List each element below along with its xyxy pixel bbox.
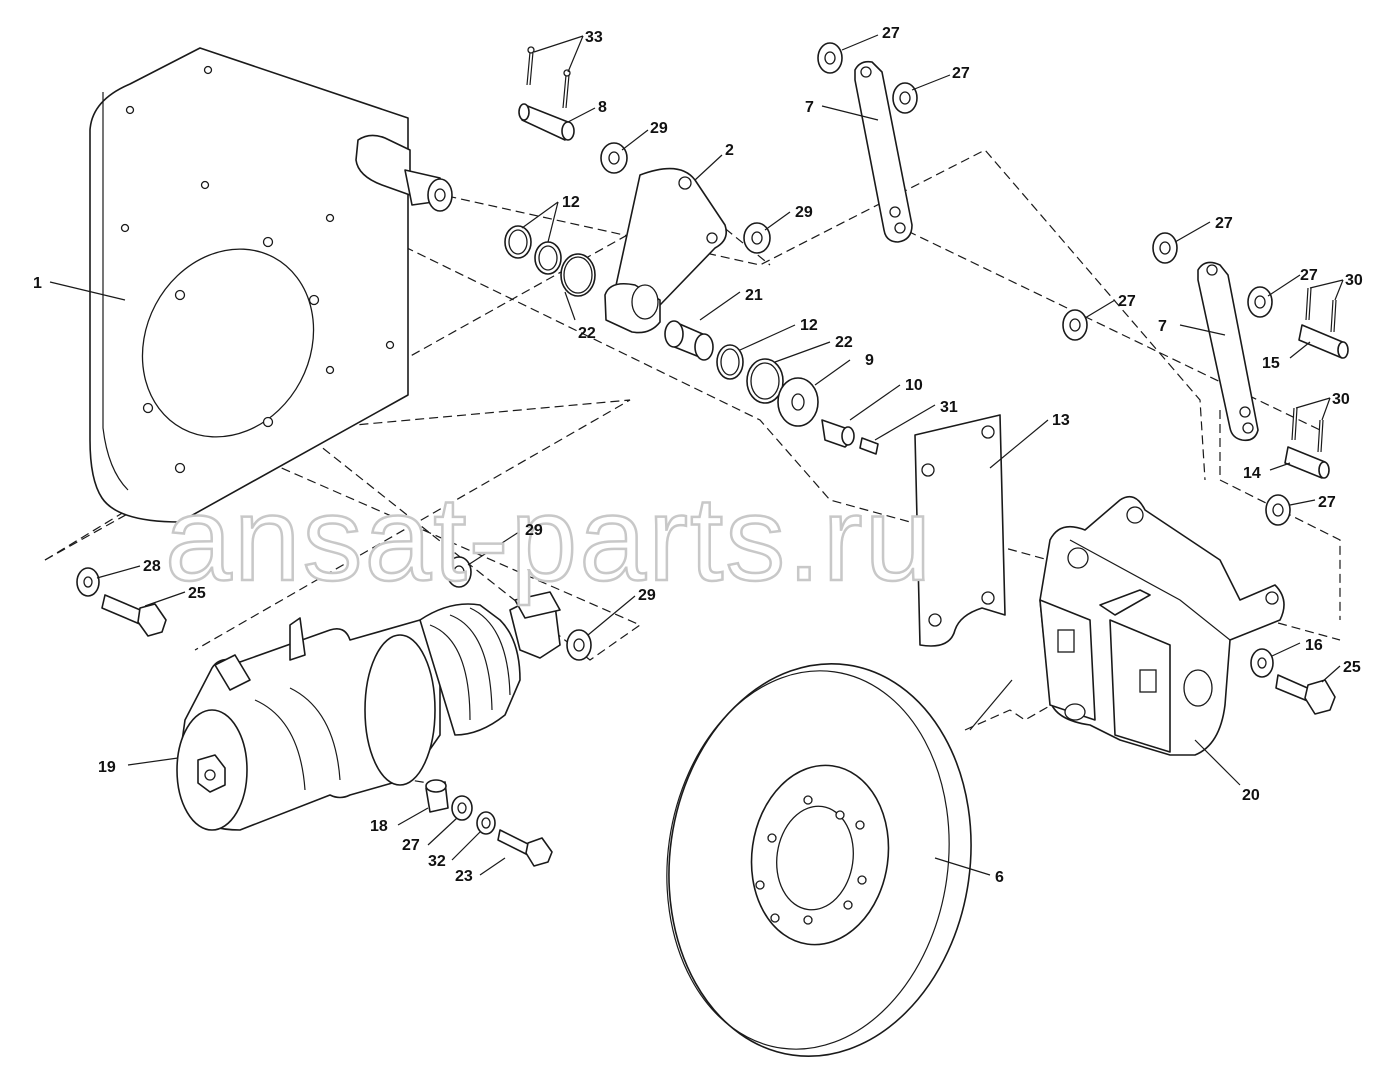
callout-12-a: 12 (562, 194, 580, 211)
spacer-9 (777, 377, 819, 427)
bushing-21 (664, 320, 714, 361)
callout-15: 15 (1262, 355, 1280, 372)
callout-29-c: 29 (525, 522, 543, 539)
pin-8 (518, 103, 575, 141)
grease-fitting-10 (821, 419, 855, 448)
link-7-lower (1197, 261, 1259, 442)
callout-7-a: 7 (805, 99, 814, 116)
callout-32: 32 (428, 853, 446, 870)
callout-27-g: 27 (402, 837, 420, 854)
pin-14 (1284, 446, 1330, 479)
callout-27-e: 27 (1300, 267, 1318, 284)
bolt-23 (497, 829, 553, 867)
brake-caliper-20 (1039, 495, 1285, 756)
callout-6: 6 (995, 869, 1004, 886)
o-rings (504, 225, 784, 404)
callout-31: 31 (940, 399, 958, 416)
callout-14: 14 (1243, 465, 1261, 482)
brake-lever (604, 167, 728, 334)
callout-16: 16 (1305, 637, 1323, 654)
callout-20: 20 (1242, 787, 1260, 804)
brake-cylinder-19 (176, 591, 561, 831)
callout-22-b: 22 (835, 334, 853, 351)
link-7-upper (854, 60, 913, 243)
callout-18: 18 (370, 818, 388, 835)
leader-lines (49, 34, 1344, 876)
callout-23: 23 (455, 868, 473, 885)
callout-30-a: 30 (1345, 272, 1363, 289)
callout-25-b: 25 (1343, 659, 1361, 676)
lock-washer-32 (476, 811, 496, 835)
cotter-pins-30 (1291, 287, 1337, 453)
callout-labels: 33 8 29 2 12 29 27 27 7 1 22 21 12 22 9 … (33, 25, 1363, 886)
callout-29-a: 29 (650, 120, 668, 137)
callout-10: 10 (905, 377, 923, 394)
nipple-31 (859, 437, 879, 455)
callout-27-a: 27 (882, 25, 900, 42)
callout-33: 33 (585, 29, 603, 46)
shim-plate-13 (914, 414, 1006, 647)
callout-13: 13 (1052, 412, 1070, 429)
callout-25-a: 25 (188, 585, 206, 602)
washers (76, 42, 1291, 821)
callout-22-a: 22 (578, 325, 596, 342)
watermark: ansat-parts.ru (165, 472, 933, 606)
pin-15 (1298, 324, 1349, 359)
brake-disc-6 (666, 663, 972, 1057)
callout-29-d: 29 (638, 587, 656, 604)
callout-27-d: 27 (1118, 293, 1136, 310)
callout-28: 28 (143, 558, 161, 575)
callout-27-f: 27 (1318, 494, 1336, 511)
bolt-25-left (101, 594, 167, 637)
callout-27-c: 27 (1215, 215, 1233, 232)
callout-21: 21 (745, 287, 763, 304)
bolt-25-right (1275, 674, 1336, 715)
callout-8: 8 (598, 99, 607, 116)
callout-29-b: 29 (795, 204, 813, 221)
callout-30-b: 30 (1332, 391, 1350, 408)
bushing-18 (425, 779, 449, 813)
callout-7-b: 7 (1158, 318, 1167, 335)
cotter-pins-33 (526, 46, 571, 109)
callout-2: 2 (725, 142, 734, 159)
callout-9: 9 (865, 352, 874, 369)
callout-12-b: 12 (800, 317, 818, 334)
callout-1: 1 (33, 275, 42, 292)
callout-27-b: 27 (952, 65, 970, 82)
callout-19: 19 (98, 759, 116, 776)
mounting-plate (89, 47, 453, 523)
